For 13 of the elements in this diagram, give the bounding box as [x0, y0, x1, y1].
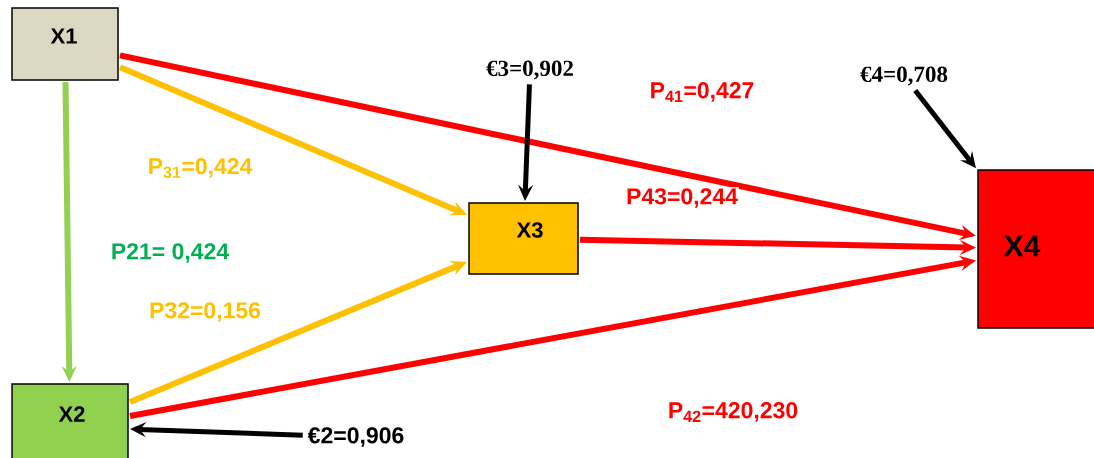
error-term: €2=0,906: [307, 427, 404, 447]
edge-label: P$_{31}$=0,424: [146, 157, 254, 179]
error-term: €4=0,708: [860, 66, 948, 86]
variable-box: X2: [11, 383, 129, 458]
variable-box: X4: [977, 169, 1094, 329]
variable-box: X3: [468, 202, 579, 275]
edge-label: P$_{42}$=420,230: [666, 401, 800, 423]
edge-label: P$_{41}$=0,427: [648, 81, 756, 103]
error-term: €3=0,902: [486, 60, 573, 80]
variable-box: X1: [11, 7, 119, 81]
edge-label: P32=0,156: [148, 301, 262, 323]
edge-label: P43=0,244: [625, 187, 739, 209]
edge-label: P21= 0,424: [109, 242, 231, 264]
